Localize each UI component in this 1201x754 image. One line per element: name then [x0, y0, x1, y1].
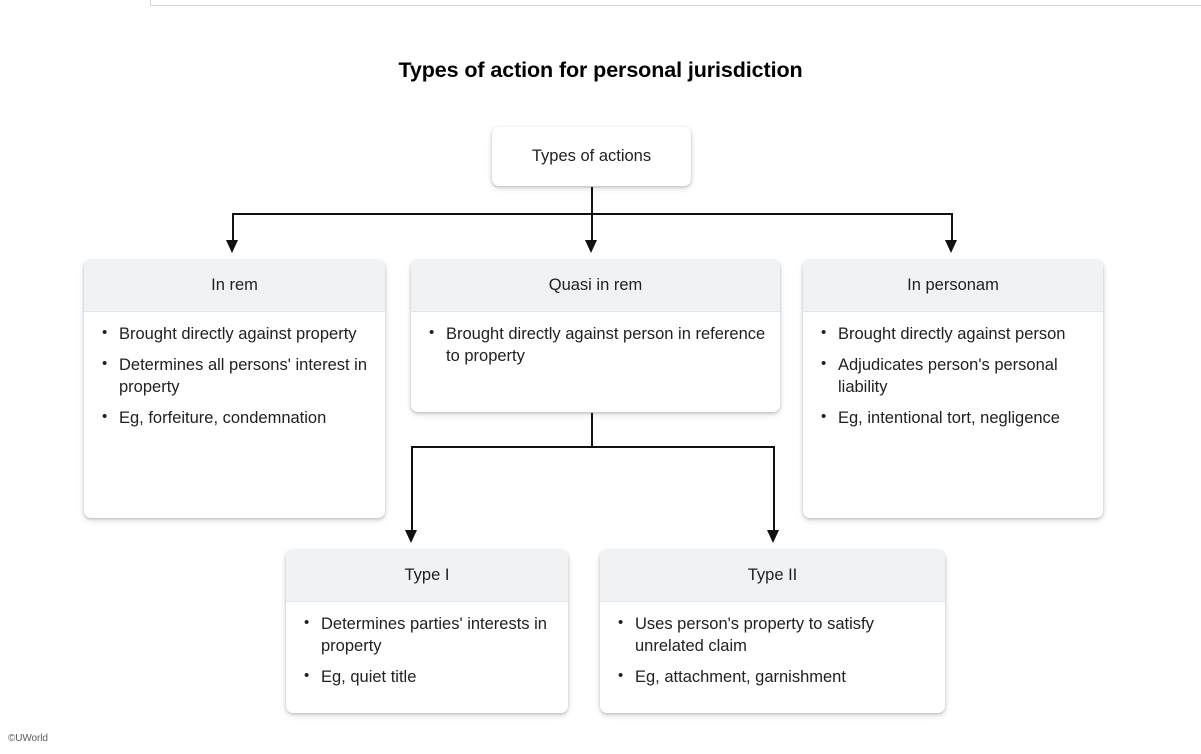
list-item: Eg, intentional tort, negligence	[817, 407, 1089, 430]
node-type-1-body: Determines parties' interests in propert…	[286, 602, 568, 703]
connector-drop-type-1	[411, 446, 413, 531]
connector-root-stem	[591, 187, 593, 214]
node-in-personam[interactable]: In personam Brought directly against per…	[803, 260, 1103, 518]
list-item: Uses person's property to satisfy unrela…	[614, 613, 931, 658]
node-type-2-header: Type II	[600, 550, 945, 602]
list-item: Determines all persons' interest in prop…	[98, 354, 371, 399]
node-in-personam-bullet-list: Brought directly against person Adjudica…	[817, 323, 1089, 430]
list-item: Brought directly against property	[98, 323, 371, 346]
copyright-watermark: ©UWorld	[8, 733, 48, 744]
node-in-personam-body: Brought directly against person Adjudica…	[803, 312, 1103, 444]
list-item: Adjudicates person's personal liability	[817, 354, 1089, 399]
node-type-1-bullet-list: Determines parties' interests in propert…	[300, 613, 554, 689]
arrowhead-in-personam-icon	[945, 240, 957, 253]
node-quasi-in-rem-body: Brought directly against person in refer…	[411, 312, 780, 382]
node-quasi-in-rem-header: Quasi in rem	[411, 260, 780, 312]
connector-quasi-stem	[591, 413, 593, 447]
connector-drop-quasi-in-rem	[591, 213, 593, 241]
page-title: Types of action for personal jurisdictio…	[398, 58, 803, 82]
list-item: Eg, forfeiture, condemnation	[98, 407, 371, 430]
node-in-rem[interactable]: In rem Brought directly against property…	[84, 260, 385, 518]
connector-drop-in-rem	[232, 213, 234, 241]
connector-drop-in-personam	[951, 213, 953, 241]
arrowhead-type-1-icon	[405, 530, 417, 543]
node-types-of-actions-label: Types of actions	[531, 147, 652, 165]
arrowhead-quasi-in-rem-icon	[585, 240, 597, 253]
node-types-of-actions[interactable]: Types of actions	[492, 127, 691, 186]
node-in-rem-body: Brought directly against property Determ…	[84, 312, 385, 444]
arrowhead-in-rem-icon	[226, 240, 238, 253]
node-type-2-body: Uses person's property to satisfy unrela…	[600, 602, 945, 703]
list-item: Eg, quiet title	[300, 666, 554, 689]
node-type-1[interactable]: Type I Determines parties' interests in …	[286, 550, 568, 713]
node-in-rem-bullet-list: Brought directly against property Determ…	[98, 323, 371, 430]
node-type-2-bullet-list: Uses person's property to satisfy unrela…	[614, 613, 931, 689]
list-item: Brought directly against person	[817, 323, 1089, 346]
connector-drop-type-2	[773, 446, 775, 531]
node-quasi-in-rem[interactable]: Quasi in rem Brought directly against pe…	[411, 260, 780, 412]
node-type-2[interactable]: Type II Uses person's property to satisf…	[600, 550, 945, 713]
list-item: Eg, attachment, garnishment	[614, 666, 931, 689]
connector-quasi-bar	[411, 446, 774, 448]
node-type-1-header: Type I	[286, 550, 568, 602]
list-item: Determines parties' interests in propert…	[300, 613, 554, 658]
list-item: Brought directly against person in refer…	[425, 323, 766, 368]
arrowhead-type-2-icon	[767, 530, 779, 543]
node-in-rem-header: In rem	[84, 260, 385, 312]
clipped-top-panel	[150, 0, 1201, 6]
node-in-personam-header: In personam	[803, 260, 1103, 312]
node-quasi-in-rem-bullet-list: Brought directly against person in refer…	[425, 323, 766, 368]
